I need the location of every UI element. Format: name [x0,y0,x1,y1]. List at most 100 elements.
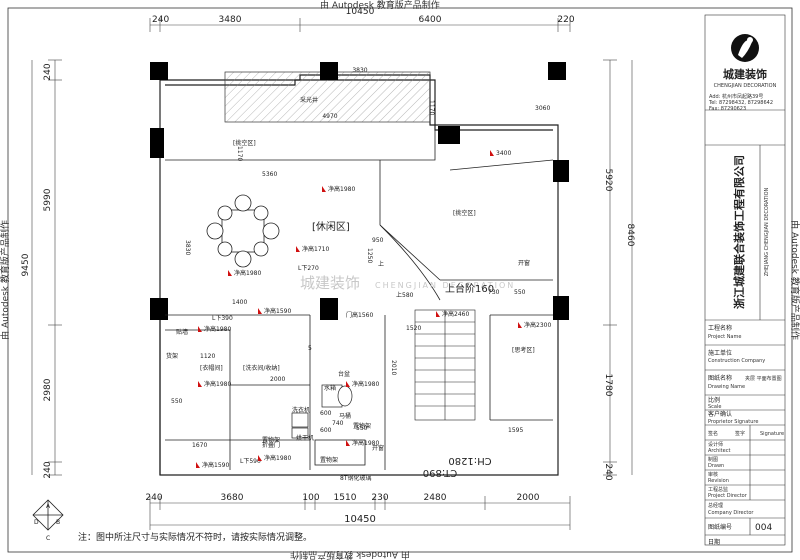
watermark-right: 由 Autodesk 教育版产品制作 [789,220,800,340]
logo-addr: Add: 杭州市凤起路39号 [709,93,763,100]
tb-drawing-val: 夹层 平面布置图 [745,375,782,382]
svg-text:净高1980: 净高1980 [234,269,261,277]
drawing-no-label: 图纸编号 [708,523,732,531]
compass-b: B [56,519,60,526]
center-watermark-en: CHENGJIAN DECORATION [375,281,515,290]
label-rack: 置物架 [353,422,371,430]
tb-drawing-cn: 图纸名称 [708,374,732,382]
company-name: 浙江城建联合装饰工程有限公司 [732,155,746,309]
signer-4-en: Company Director [708,510,754,516]
signer-2-cn: 审核 [708,471,718,478]
right-dimensions [603,59,633,476]
label-lower-l2: L下270 [298,265,319,272]
label-fold-door: 折叠门 [262,441,280,449]
signer-4-cn: 总经理 [708,502,723,509]
dim-top-1: 3480 [219,15,242,25]
dim-bottom-6: 2000 [517,493,540,503]
dim-bottom-2: 100 [302,493,319,503]
signer-0-en: Architect [708,448,730,454]
dim-inner-6: 1400 [232,299,247,306]
svg-text:净高1980: 净高1980 [204,380,231,388]
dim-inner-11: 2010 [390,360,397,375]
tb-project-cn: 工程名称 [708,324,732,332]
top-dimensions [149,18,571,32]
svg-text:净高1590: 净高1590 [202,461,229,469]
room-leisure: [休闲区] [312,220,350,233]
label-dryer: 烘干机 [296,434,314,442]
dim-top-0: 240 [152,15,169,25]
watermark-bottom: 由 Autodesk 教育版产品制作 [290,549,410,560]
dim-left-4: 240 [43,461,53,478]
title-block [704,14,786,546]
sunlight-well [224,71,431,123]
compass-c: C [46,535,50,542]
height-marker: 净高1980 [198,380,231,388]
label-rack2: 置物架 [320,456,338,464]
label-open-window: 开窗 [518,259,530,267]
tb-scale-cn: 比例 [708,396,720,404]
bathroom-fixtures [291,384,353,439]
bottom-dimensions [149,496,571,530]
svg-text:净高2460: 净高2460 [442,310,469,318]
dim-right-0: 5920 [603,169,613,192]
height-marker: 净高1980 [346,439,379,447]
room-sunroom: 采光井 [300,96,318,104]
signer-1-cn: 制图 [708,456,718,463]
sign-h0: 签名 [708,430,718,437]
tb-client-en: Proprietor Signature [708,419,758,425]
sign-h1: 签字 [735,430,745,437]
tb-client-cn: 客户确认 [708,410,732,418]
dim-bottom-total: 10450 [344,514,376,525]
dim-bottom-5: 2480 [424,493,447,503]
dim-left-3: 2980 [43,378,53,401]
signer-0-cn: 设计师 [708,441,723,448]
height-marker: 净高2300 [518,321,551,329]
svg-text:净高2300: 净高2300 [524,321,551,329]
label-washer: 洗衣机 [292,406,310,414]
svg-text:净高1980: 净高1980 [352,439,379,447]
label-lower-l: L下390 [212,315,233,322]
ct-label: CT:890 [423,467,457,478]
drawing-no: 004 [755,523,772,533]
sign-h2: Signature [760,431,784,437]
dim-inner-14: 1520 [406,325,421,332]
height-marker: 净高1710 [296,245,329,253]
date-label: 日期 [708,538,720,546]
compass-d: D [34,519,39,526]
dim-inner-9: 1670 [192,442,207,449]
dim-inner-22: 5 [308,345,312,352]
dim-inner-1: 4970 [322,113,337,120]
logo-fax: Fax: 87290623 [709,106,746,112]
svg-text:净高1980: 净高1980 [204,325,231,333]
svg-text:净高1980: 净高1980 [328,185,355,193]
svg-text:3400: 3400 [496,150,511,157]
label-shelf2: 货架 [166,352,178,360]
label-up: 上 [378,260,384,268]
center-watermark: 城建装饰 [300,274,360,292]
dim-inner-7: 1120 [200,353,215,360]
watermark-top: 由 Autodesk 教育版产品制作 [320,0,440,11]
room-thinking: [思考区] [512,346,535,354]
room-cloakroom: [衣帽间] [200,364,223,372]
label-counter: 台盆 [338,370,350,378]
height-marker: 净高1980 [228,269,261,277]
label-glass: 8T钢化玻璃 [340,474,371,482]
company-logo [731,34,759,62]
dim-left-2: 9450 [21,253,31,276]
svg-text:净高1980: 净高1980 [352,380,379,388]
staircase [414,309,476,421]
dim-inner-17: 950 [372,237,384,244]
tb-construction-en: Construction Company [708,358,765,364]
height-markers: 净高1980 净高1710 净高1980 净高1590 净高2460 净高230… [196,150,551,469]
watermark-left: 由 Autodesk 教育版产品制作 [0,220,11,340]
footnote: 注：图中所注尺寸与实际情况不符时，请按实际情况调整。 [78,531,312,543]
structural-columns [150,62,569,320]
label-up-580: 上580 [396,291,414,299]
logo-tel: Tel: 87298432, 87298642 [708,100,773,106]
sheet-border [7,7,793,553]
svg-text:净高1980: 净高1980 [264,454,291,462]
dim-inner-15: 730 [488,289,500,296]
dim-bottom-0: 240 [145,493,162,503]
dim-inner-10: 550 [171,398,183,405]
stair-up-label: 上台阶160 [445,282,494,295]
